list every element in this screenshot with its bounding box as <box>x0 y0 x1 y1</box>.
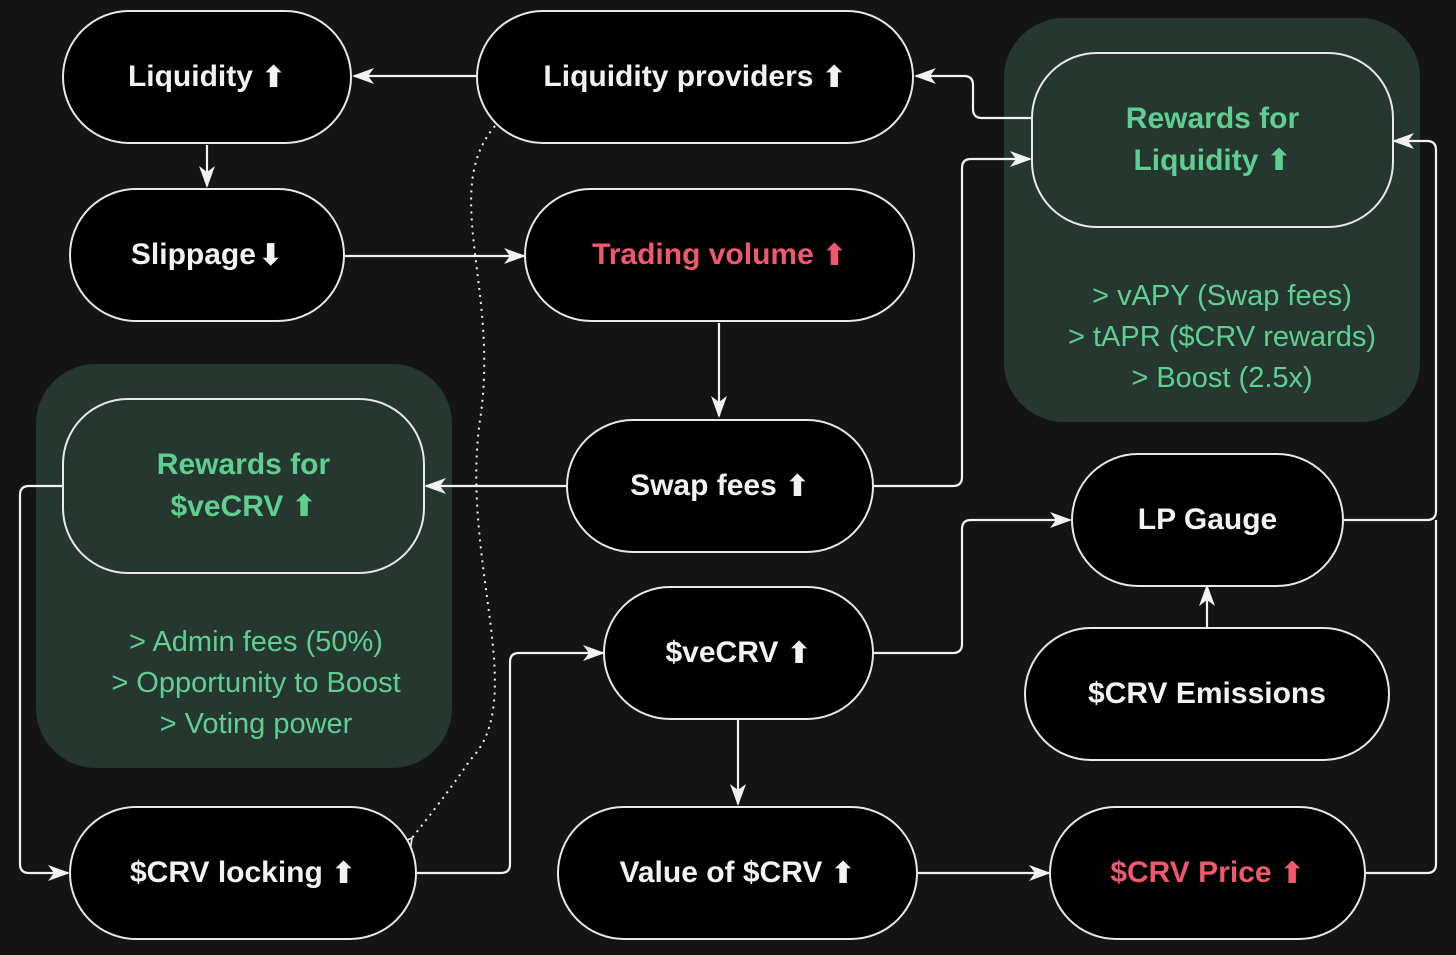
liquidity-node: Liquidity⬆ <box>62 10 352 144</box>
crv-locking-node: $CRV locking⬆ <box>69 806 417 940</box>
vecrv-node: $veCRV⬆ <box>603 586 874 720</box>
swap-fees-node: Swap fees⬆ <box>566 419 874 553</box>
liquidity-rewards-list: > vAPY (Swap fees) > tAPR ($CRV rewards)… <box>1004 276 1440 399</box>
liquidity-providers-node: Liquidity providers⬆ <box>476 10 914 144</box>
up-arrow-icon: ⬆ <box>1279 856 1305 890</box>
slippage-node: Slippage⬇ <box>69 188 345 322</box>
value-of-crv-label: Value of $CRV <box>619 856 823 889</box>
rewards-liquidity-line2-row: Liquidity⬆ <box>1133 140 1291 182</box>
edge-liquidity-rewards-to-lp <box>914 68 1031 120</box>
up-arrow-icon: ⬆ <box>830 856 856 890</box>
up-arrow-icon: ⬆ <box>260 60 287 94</box>
swap-fees-label: Swap fees <box>630 469 777 502</box>
crv-emissions-label: $CRV Emissions <box>1088 677 1326 710</box>
list-item: > Admin fees (50%) <box>129 626 383 658</box>
up-arrow-icon: ⬆ <box>786 636 812 670</box>
edge-lp-to-locking-dotted <box>412 125 496 838</box>
rewards-for-vecrv-node: Rewards for $veCRV⬆ <box>62 398 425 574</box>
rewards-vecrv-line2: $veCRV <box>170 490 284 523</box>
rewards-vecrv-line2-row: $veCRV⬆ <box>171 486 317 528</box>
vecrv-rewards-list: > Admin fees (50%) > Opportunity to Boos… <box>36 622 476 745</box>
edge-price-to-liquidity-rewards <box>1366 520 1438 875</box>
lp-gauge-label: LP Gauge <box>1137 503 1278 536</box>
down-arrow-icon: ⬇ <box>257 238 284 272</box>
up-arrow-icon: ⬆ <box>330 856 356 890</box>
edge-lpgauge-to-liquidity-rewards <box>1344 133 1438 522</box>
list-item: > tAPR ($CRV rewards) <box>1067 321 1377 353</box>
lp-gauge-node: LP Gauge <box>1071 453 1344 587</box>
crv-locking-label: $CRV locking <box>130 856 323 889</box>
liquidity-providers-label: Liquidity providers <box>543 60 814 93</box>
list-item: > Boost (2.5x) <box>1131 362 1313 394</box>
vecrv-label: $veCRV <box>665 636 779 669</box>
edge-vecrv-to-lpgauge <box>874 512 1072 655</box>
crv-emissions-node: $CRV Emissions <box>1024 627 1390 761</box>
edge-locking-to-vecrv <box>417 645 605 875</box>
up-arrow-icon: ⬆ <box>821 238 847 272</box>
edge-vecrv-rewards-to-locking <box>18 484 70 881</box>
list-item: > Voting power <box>159 708 353 740</box>
rewards-vecrv-line1: Rewards for <box>156 448 331 481</box>
liquidity-label: Liquidity <box>127 60 253 93</box>
value-of-crv-node: Value of $CRV⬆ <box>557 806 918 940</box>
rewards-for-liquidity-node: Rewards for Liquidity⬆ <box>1031 52 1394 228</box>
up-arrow-icon: ⬆ <box>784 469 810 503</box>
edge-swapfees-to-liquidity-rewards <box>874 151 1032 488</box>
list-item: > vAPY (Swap fees) <box>1092 280 1352 312</box>
up-arrow-icon: ⬆ <box>291 490 317 523</box>
crv-price-label: $CRV Price <box>1110 856 1272 889</box>
rewards-liquidity-line2: Liquidity <box>1133 144 1259 177</box>
crv-price-node: $CRV Price⬆ <box>1049 806 1366 940</box>
up-arrow-icon: ⬆ <box>821 60 847 94</box>
list-item: > Opportunity to Boost <box>111 667 401 699</box>
slippage-label: Slippage <box>130 238 256 271</box>
trading-volume-label: Trading volume <box>592 238 814 271</box>
trading-volume-node: Trading volume⬆ <box>524 188 915 322</box>
rewards-liquidity-line1: Rewards for <box>1125 102 1300 135</box>
up-arrow-icon: ⬆ <box>1266 144 1292 177</box>
